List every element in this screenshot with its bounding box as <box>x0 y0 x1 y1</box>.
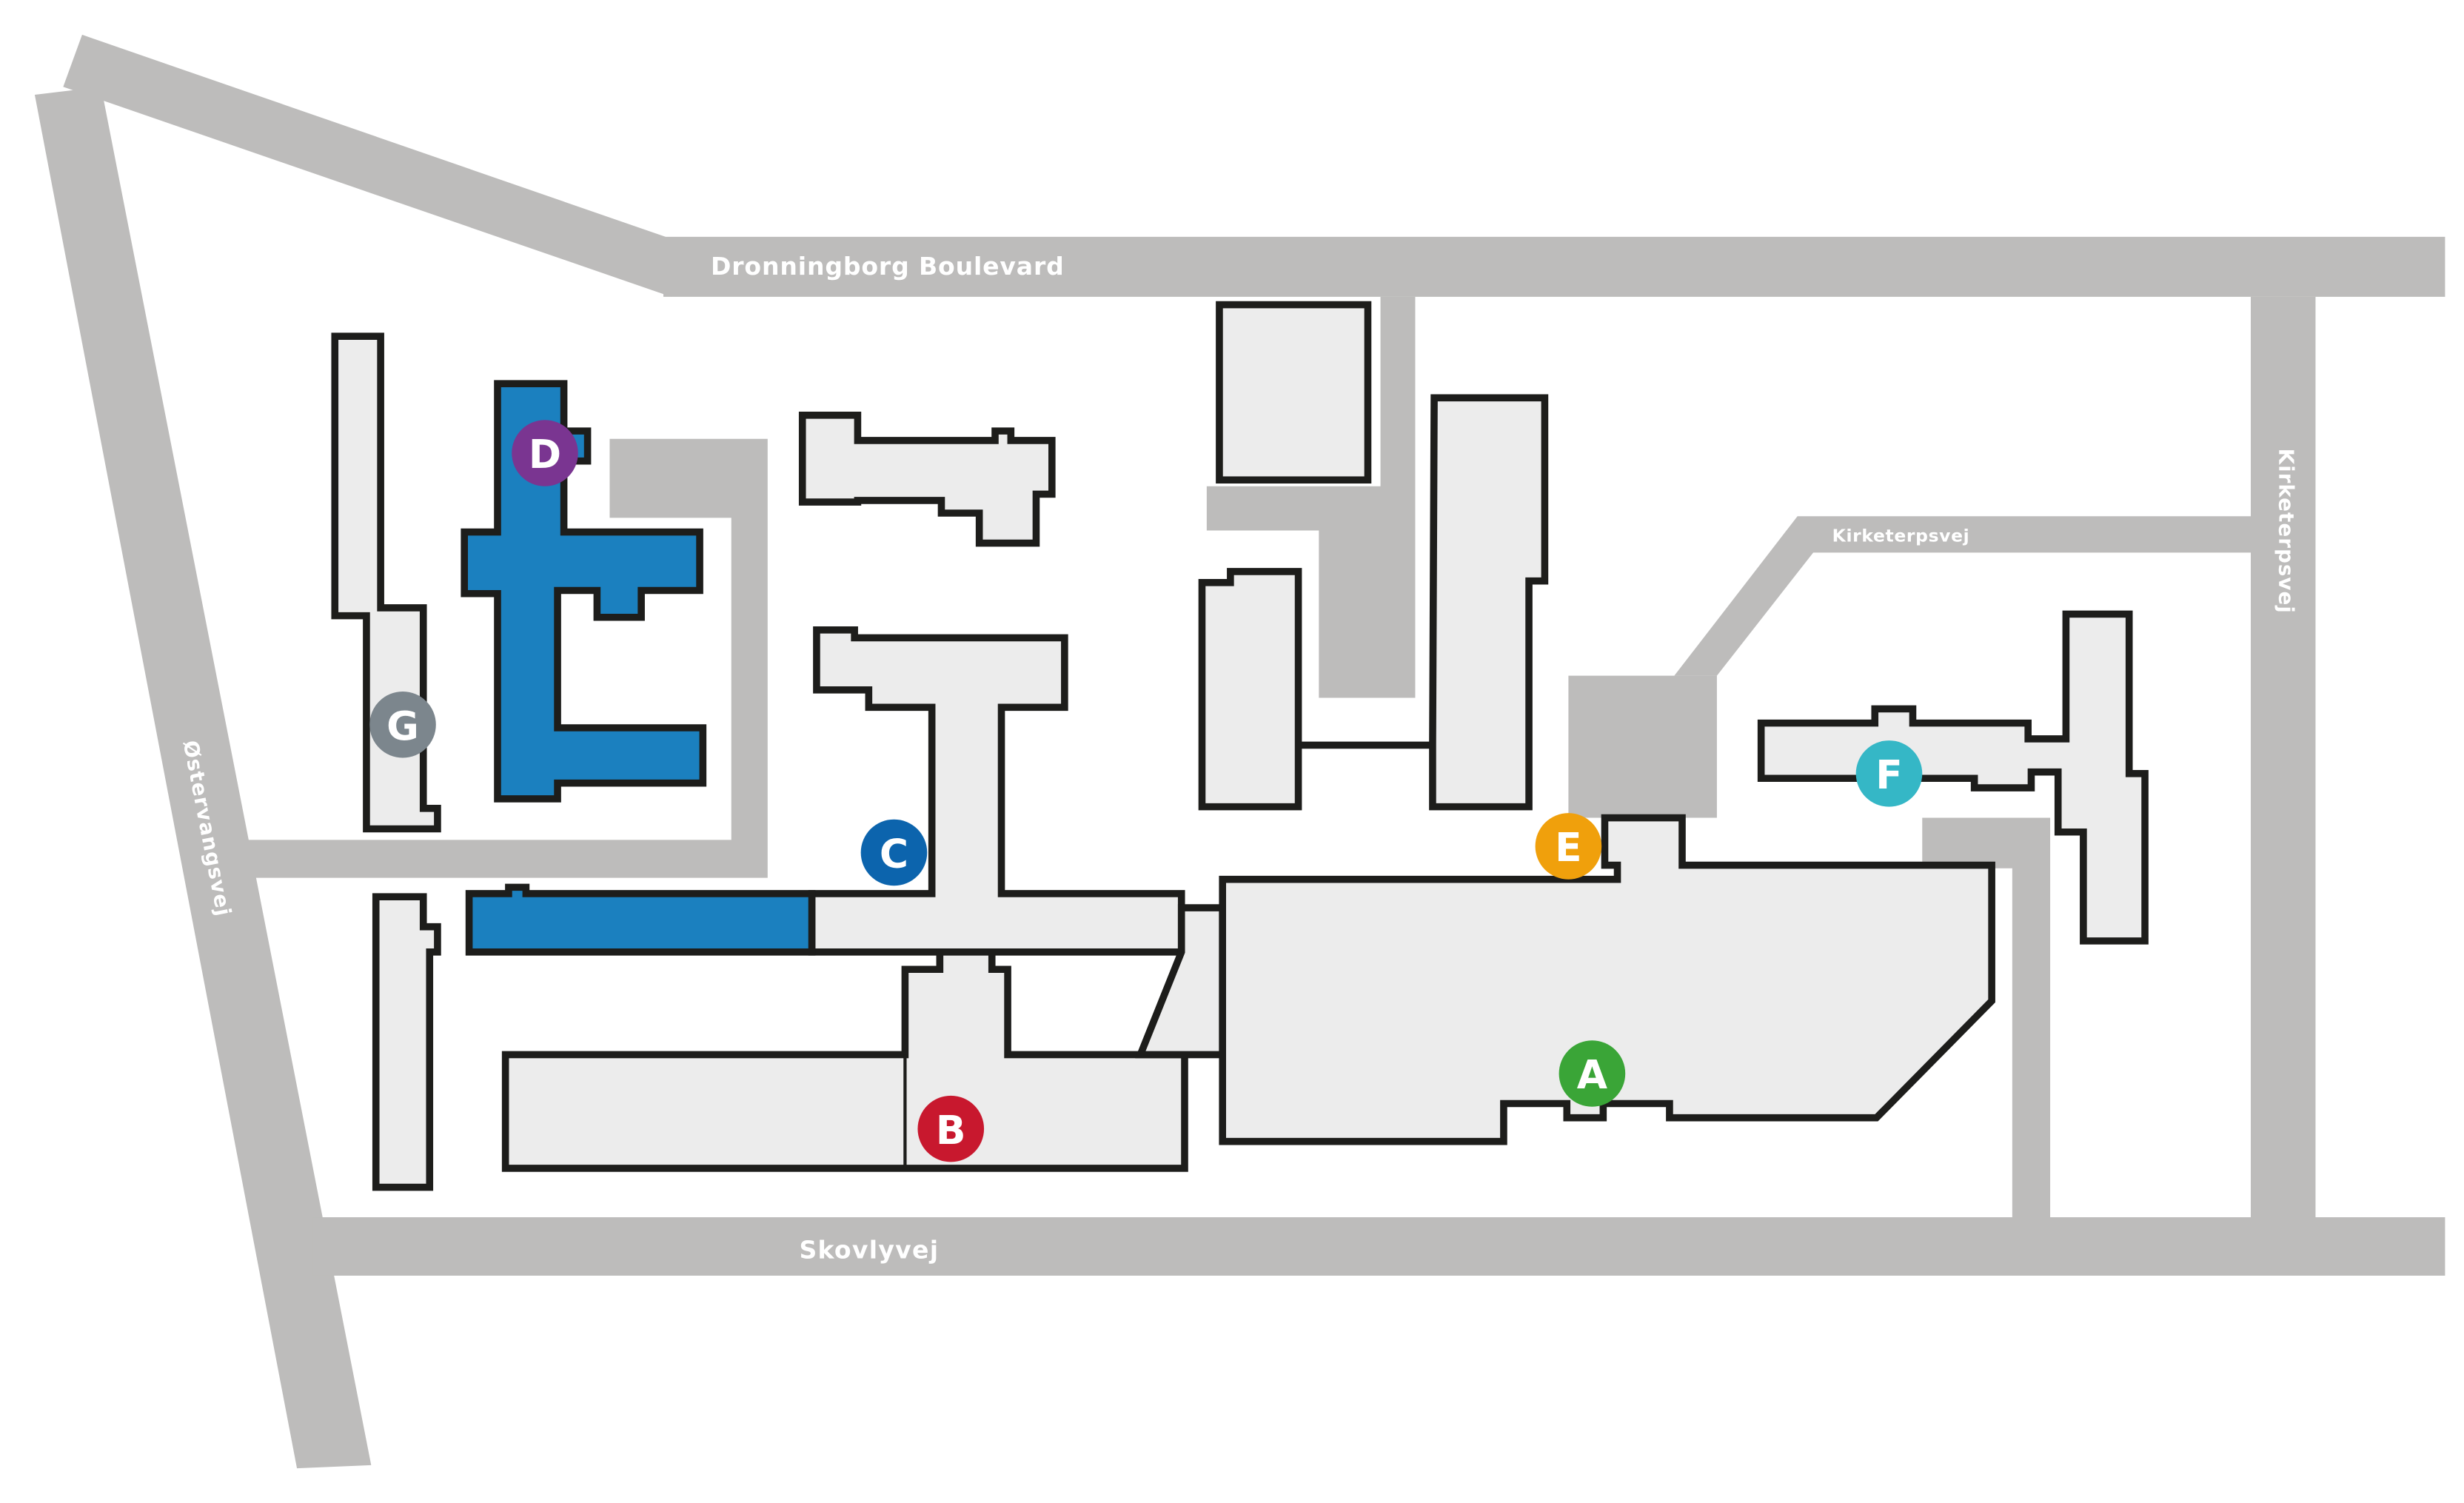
marker-c[interactable]: C <box>860 819 928 886</box>
label-kirketerpsvej-inner: Kirketerpsvej <box>1832 525 1970 546</box>
marker-e-letter: E <box>1555 825 1581 871</box>
bridge-connector <box>1135 904 1226 1059</box>
building-north-small[interactable] <box>798 412 1056 547</box>
building-north-u[interactable] <box>1198 394 1549 811</box>
marker-c-letter: C <box>880 831 908 877</box>
road-plaza <box>1568 675 1717 818</box>
label-kirketerpsvej-east: Kirketerpsvej <box>2274 449 2298 614</box>
road-dronningborg-boulevard <box>663 236 2445 297</box>
label-skovlyvej: Skovlyvej <box>799 1235 939 1264</box>
road-top-diagonal <box>63 34 680 297</box>
marker-g-letter: G <box>386 703 419 749</box>
building-b[interactable] <box>501 948 1188 1172</box>
building-a[interactable] <box>1219 814 1995 1145</box>
marker-f-letter: F <box>1875 752 1902 798</box>
road-south-branch <box>1922 817 2051 1219</box>
road-kirketerpsvej-inner <box>1674 516 2251 676</box>
road-kirketerpsvej-east <box>2251 296 2316 1219</box>
building-c-west-wing[interactable] <box>465 883 816 956</box>
building-d[interactable] <box>461 380 707 803</box>
building-g[interactable] <box>331 332 441 833</box>
marker-e[interactable]: E <box>1535 813 1602 880</box>
road-ostervangsvej <box>34 87 372 1469</box>
buildings <box>331 301 2149 1191</box>
building-markers: A B C D E F G <box>369 420 1923 1162</box>
marker-f[interactable]: F <box>1855 740 1923 807</box>
building-c[interactable] <box>808 626 1185 956</box>
road-north-spur <box>1206 296 1416 698</box>
roads <box>34 34 2445 1469</box>
building-west-thin[interactable] <box>372 893 441 1191</box>
building-f[interactable] <box>1757 610 2149 945</box>
marker-d[interactable]: D <box>512 420 578 486</box>
marker-g[interactable]: G <box>369 691 436 758</box>
building-north-square[interactable] <box>1216 301 1372 484</box>
marker-d-letter: D <box>529 432 561 478</box>
marker-b[interactable]: B <box>917 1095 985 1162</box>
road-g-d-loop <box>244 438 768 878</box>
marker-a[interactable]: A <box>1559 1040 1626 1107</box>
marker-a-letter: A <box>1577 1052 1607 1098</box>
road-skovlyvej <box>312 1217 2445 1276</box>
label-dronningborg-boulevard: Dronningborg Boulevard <box>711 252 1065 281</box>
marker-b-letter: B <box>936 1108 966 1154</box>
